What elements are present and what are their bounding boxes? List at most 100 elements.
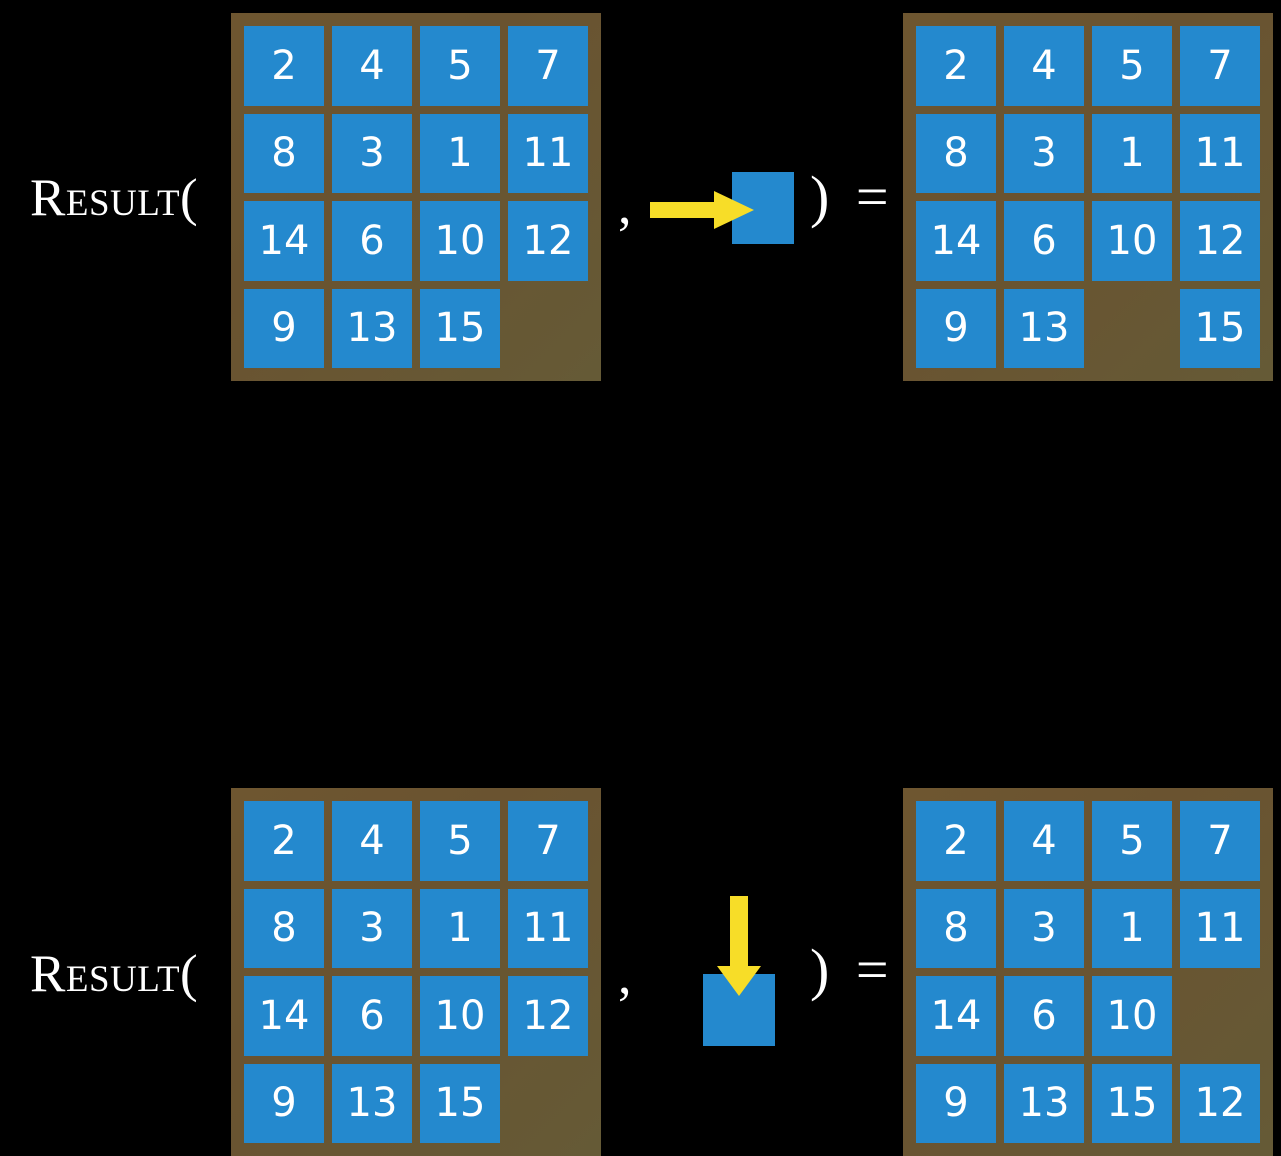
puzzle-tile[interactable]: 10: [1092, 976, 1172, 1056]
puzzle-tile[interactable]: 13: [1004, 288, 1084, 368]
puzzle-tile[interactable]: 7: [508, 801, 588, 881]
board-cell: [1092, 289, 1172, 369]
action-glyph-slide-right: [650, 172, 800, 252]
puzzle-tile[interactable]: 2: [244, 801, 324, 881]
puzzle-tile[interactable]: 14: [916, 976, 996, 1056]
board-cell: 13: [1004, 288, 1084, 368]
puzzle-tile[interactable]: 3: [332, 113, 412, 193]
board-cell: 14: [244, 201, 324, 281]
puzzle-tile[interactable]: 6: [1004, 976, 1084, 1056]
puzzle-tile[interactable]: 12: [1180, 1063, 1260, 1143]
puzzle-tile[interactable]: 2: [916, 801, 996, 881]
board-cell: 5: [420, 26, 500, 106]
puzzle-tile[interactable]: 15: [1092, 1063, 1172, 1143]
board-cell: 8: [916, 888, 996, 968]
board-cell: [508, 289, 588, 369]
puzzle-tile[interactable]: 14: [244, 976, 324, 1056]
puzzle-tile[interactable]: 9: [916, 288, 996, 368]
puzzle-tile[interactable]: 10: [420, 976, 500, 1056]
puzzle-tile[interactable]: 6: [332, 976, 412, 1056]
board-cell: 9: [244, 288, 324, 368]
board-cell: 10: [420, 201, 500, 281]
puzzle-tile[interactable]: 8: [916, 113, 996, 193]
puzzle-tile[interactable]: 12: [508, 201, 588, 281]
puzzle-tile[interactable]: 4: [332, 26, 412, 106]
board-cell: 3: [1004, 888, 1084, 968]
board-cell: 7: [1180, 26, 1260, 106]
puzzle-tile[interactable]: 14: [916, 201, 996, 281]
puzzle-tile[interactable]: 11: [508, 888, 588, 968]
puzzle-tile[interactable]: 8: [244, 888, 324, 968]
board-cell: 6: [1004, 201, 1084, 281]
puzzle-tile[interactable]: 13: [1004, 1063, 1084, 1143]
puzzle-tile[interactable]: 1: [420, 888, 500, 968]
board-cell: 9: [244, 1063, 324, 1143]
board-cell: 9: [916, 288, 996, 368]
puzzle-tile[interactable]: 8: [916, 888, 996, 968]
result-label-0: Result(: [30, 169, 199, 227]
board-cell: 13: [332, 1063, 412, 1143]
puzzle-tile[interactable]: 5: [1092, 801, 1172, 881]
puzzle-tile[interactable]: 13: [332, 288, 412, 368]
puzzle-tile[interactable]: 7: [1180, 801, 1260, 881]
puzzle-tile[interactable]: 5: [420, 26, 500, 106]
board-cell: 5: [1092, 801, 1172, 881]
puzzle-tile[interactable]: 11: [1180, 113, 1260, 193]
puzzle-tile[interactable]: 12: [1180, 201, 1260, 281]
board-cell: 5: [1092, 26, 1172, 106]
board-cell: 7: [508, 801, 588, 881]
puzzle-tile[interactable]: 14: [244, 201, 324, 281]
result-label-1: Result(: [30, 945, 199, 1003]
board-cell: 4: [1004, 801, 1084, 881]
board-cell: 9: [916, 1063, 996, 1143]
puzzle-tile[interactable]: 11: [1180, 888, 1260, 968]
puzzle-tile[interactable]: 15: [420, 1063, 500, 1143]
puzzle-tile[interactable]: 3: [332, 888, 412, 968]
puzzle-tile[interactable]: 9: [916, 1063, 996, 1143]
board-cell: 12: [1180, 201, 1260, 281]
board-cell: 2: [916, 801, 996, 881]
puzzle-tile[interactable]: 3: [1004, 888, 1084, 968]
puzzle-tile[interactable]: 5: [420, 801, 500, 881]
puzzle-tile[interactable]: 4: [1004, 801, 1084, 881]
puzzle-tile[interactable]: 10: [1092, 201, 1172, 281]
puzzle-tile[interactable]: 6: [332, 201, 412, 281]
puzzle-tile[interactable]: 7: [1180, 26, 1260, 106]
board-cell: 11: [508, 113, 588, 193]
puzzle-tile[interactable]: 13: [332, 1063, 412, 1143]
board-cell: 3: [1004, 113, 1084, 193]
puzzle-tile[interactable]: 15: [1180, 288, 1260, 368]
puzzle-tile[interactable]: 6: [1004, 201, 1084, 281]
board-cell: 8: [244, 888, 324, 968]
board-cell: 4: [1004, 26, 1084, 106]
puzzle-tile[interactable]: 5: [1092, 26, 1172, 106]
puzzle-tile[interactable]: 7: [508, 26, 588, 106]
puzzle-tile[interactable]: 9: [244, 288, 324, 368]
board-cell: 4: [332, 801, 412, 881]
puzzle-tile[interactable]: 3: [1004, 113, 1084, 193]
puzzle-tile[interactable]: 4: [332, 801, 412, 881]
puzzle-tile[interactable]: 1: [420, 113, 500, 193]
puzzle-tile[interactable]: 1: [1092, 113, 1172, 193]
board-cell: 3: [332, 888, 412, 968]
puzzle-tile[interactable]: 4: [1004, 26, 1084, 106]
board-cell: [1180, 976, 1260, 1056]
puzzle-tile[interactable]: 15: [420, 288, 500, 368]
board-cell: 10: [1092, 201, 1172, 281]
puzzle-tile[interactable]: 8: [244, 113, 324, 193]
board-cell: 7: [1180, 801, 1260, 881]
puzzle-tile[interactable]: 1: [1092, 888, 1172, 968]
puzzle-tile[interactable]: 9: [244, 1063, 324, 1143]
puzzle-tile[interactable]: 10: [420, 201, 500, 281]
puzzle-tile[interactable]: 12: [508, 976, 588, 1056]
puzzle-tile[interactable]: 2: [244, 26, 324, 106]
puzzle-tile[interactable]: 11: [508, 113, 588, 193]
board-cell: 6: [332, 976, 412, 1056]
puzzle-tile[interactable]: 2: [916, 26, 996, 106]
board-cell: 12: [508, 201, 588, 281]
